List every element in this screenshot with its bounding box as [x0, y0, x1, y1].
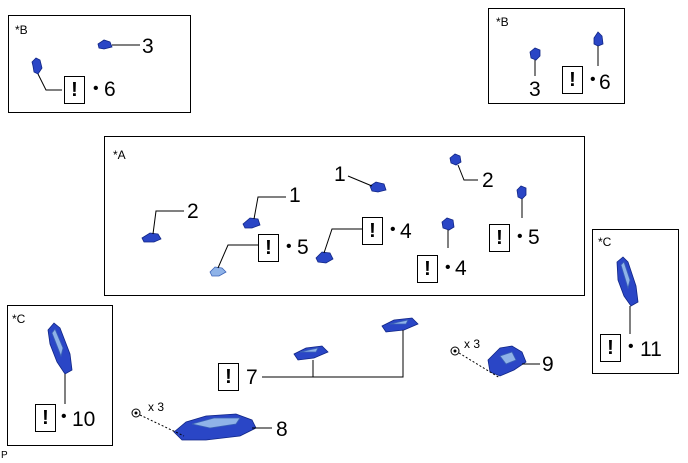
- warning-icon: !: [258, 234, 279, 262]
- screw-9: [450, 346, 460, 356]
- callout-bullet: •: [93, 80, 99, 97]
- callout-6: 6: [599, 71, 611, 94]
- part-front-lamp-8: [173, 413, 257, 441]
- warning-icon: !: [489, 224, 510, 252]
- callout-bullet: •: [286, 238, 292, 255]
- part-clip-4-a-left: [315, 251, 334, 264]
- callout-1: 1: [289, 184, 301, 207]
- corner-mark: P: [1, 450, 8, 461]
- callout-9: 9: [542, 353, 554, 376]
- callout-4: 4: [455, 257, 467, 280]
- section-label-a: *A: [113, 148, 126, 162]
- callout-2: 2: [187, 200, 199, 223]
- part-bracket-6-b-left: [31, 57, 43, 75]
- callout-bullet: •: [517, 228, 523, 245]
- warning-icon: !: [562, 66, 583, 94]
- part-clip-5-a-left: [209, 266, 227, 277]
- warning-icon: !: [600, 334, 621, 362]
- part-reflector-7-right: [381, 317, 419, 333]
- warning-icon: !: [35, 404, 56, 432]
- callout-11: 11: [640, 338, 662, 361]
- part-clip-1-a-left: [242, 217, 261, 229]
- callout-2: 2: [482, 169, 494, 192]
- callout-7: 7: [246, 366, 258, 389]
- callout-5: 5: [297, 236, 309, 259]
- callout-5: 5: [528, 226, 540, 249]
- callout-10: 10: [72, 408, 96, 431]
- warning-icon: !: [218, 363, 239, 391]
- section-label-b: *B: [496, 15, 509, 29]
- callout-1: 1: [334, 163, 346, 186]
- quantity-label: x 3: [464, 337, 481, 351]
- detail-frame-c-left: [7, 305, 113, 446]
- part-clip-3-b-right: [529, 47, 541, 61]
- quantity-label: x 3: [148, 400, 165, 414]
- part-side-lamp-10: [47, 322, 73, 375]
- callout-bullet: •: [61, 408, 67, 425]
- callout-8: 8: [276, 418, 288, 441]
- section-label-c: *C: [598, 235, 612, 249]
- detail-frame-a: [104, 136, 585, 296]
- callout-3: 3: [529, 78, 541, 101]
- warning-icon: !: [362, 217, 383, 245]
- callout-bullet: •: [628, 338, 634, 355]
- detail-frame-b-right: [488, 8, 625, 104]
- screw-8: [131, 408, 141, 418]
- callout-bullet: •: [590, 71, 596, 88]
- warning-icon: !: [64, 76, 85, 104]
- section-label-c: *C: [12, 312, 26, 326]
- section-label-b: *B: [15, 23, 28, 37]
- callout-6: 6: [104, 78, 116, 101]
- part-clip-2-a-right: [449, 153, 462, 166]
- callout-4: 4: [400, 220, 412, 243]
- callout-3: 3: [142, 35, 154, 58]
- part-reflector-7-left: [293, 345, 329, 361]
- part-clip-2-a-left: [141, 232, 162, 243]
- callout-bullet: •: [445, 259, 451, 276]
- part-clip-5-a-right: [516, 185, 527, 200]
- callout-bullet: •: [390, 221, 396, 238]
- part-clip-4-a-right: [441, 217, 455, 231]
- part-clip-3-b-left: [97, 39, 113, 50]
- part-side-lamp-11: [616, 256, 639, 307]
- part-fog-lamp-9: [487, 345, 527, 377]
- warning-icon: !: [417, 255, 438, 283]
- part-bracket-6-b-right: [593, 31, 604, 47]
- part-clip-1-a-mid: [369, 181, 387, 193]
